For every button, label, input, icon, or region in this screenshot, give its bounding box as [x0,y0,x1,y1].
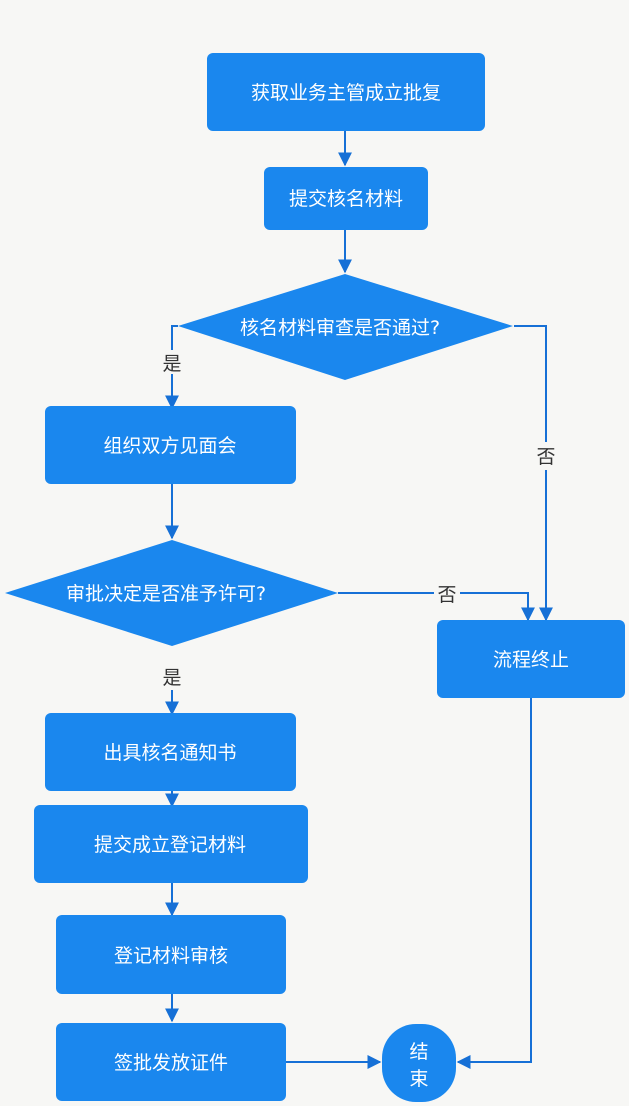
node-meeting-label: 组织双方见面会 [103,435,236,457]
node-approval: 获取业务主管成立批复 [207,53,485,131]
edge-label-review-yes: 是 [162,353,181,375]
edge-label-permit-yes: 是 [162,667,181,689]
node-end: 结 束 [382,1024,456,1102]
node-end-label-line1: 结 [409,1041,428,1063]
node-submit-name: 提交核名材料 [264,167,428,230]
node-issue: 签批发放证件 [56,1023,286,1101]
decision-permit: 审批决定是否准予许可? [5,540,338,646]
decision-permit-label: 审批决定是否准予许可? [66,583,266,605]
node-submit-name-label: 提交核名材料 [289,188,403,210]
node-meeting: 组织双方见面会 [45,406,296,484]
edge-permit-no [338,592,535,622]
edge-terminate-to-end [456,698,532,1069]
edge-label-review-no: 否 [536,446,555,468]
node-terminate-label: 流程终止 [493,649,569,671]
node-terminate: 流程终止 [437,620,625,698]
edge-label-permit-no: 否 [437,584,456,606]
node-notice: 出具核名通知书 [45,713,296,791]
node-submit-reg: 提交成立登记材料 [34,805,308,883]
decision-review-label: 核名材料审查是否通过? [240,317,440,339]
node-notice-label: 出具核名通知书 [103,742,236,764]
node-end-label-line2: 束 [409,1068,428,1090]
node-issue-label: 签批发放证件 [114,1052,228,1074]
node-approval-label: 获取业务主管成立批复 [251,82,441,104]
edge-review-no [514,325,553,622]
node-submit-reg-label: 提交成立登记材料 [94,834,246,856]
node-reg-review-label: 登记材料审核 [114,945,228,967]
node-reg-review: 登记材料审核 [56,915,286,994]
edge-review-yes [165,325,179,410]
decision-review: 核名材料审查是否通过? [178,274,513,380]
